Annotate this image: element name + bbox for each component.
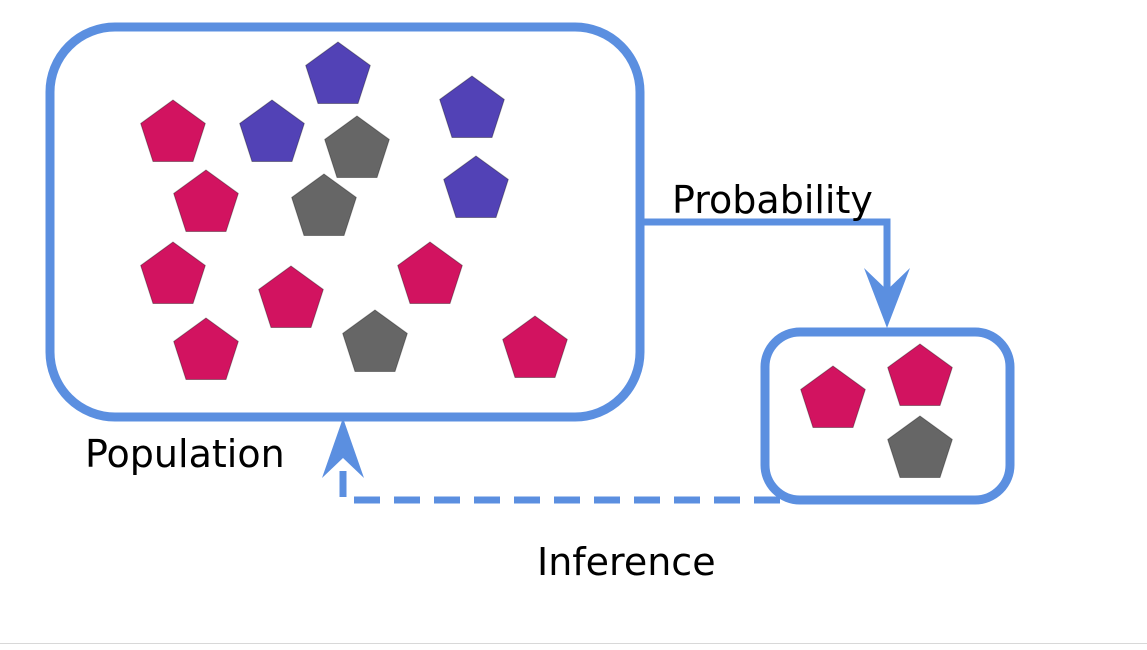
population-item-blue-pentagon [439, 75, 505, 138]
population-item-blue-pentagon [305, 41, 371, 104]
population-label: Population [85, 432, 285, 476]
sample-item-gray-pentagon [887, 415, 953, 478]
population-item-blue-pentagon [239, 99, 305, 162]
inference-label: Inference [537, 540, 716, 584]
population-item-red-pentagon [140, 241, 206, 304]
population-item-red-pentagon [173, 317, 239, 380]
population-item-gray-pentagon [291, 173, 357, 236]
population-item-red-pentagon [140, 99, 206, 162]
probability-label: Probability [672, 178, 873, 222]
sample-items [800, 343, 953, 478]
population-items [140, 41, 568, 380]
population-item-red-pentagon [258, 265, 324, 328]
population-item-red-pentagon [502, 315, 568, 378]
probability-arrow [640, 218, 891, 312]
population-item-blue-pentagon [443, 155, 509, 218]
sample-box [760, 327, 1015, 505]
probability-arrowhead [864, 268, 910, 328]
inference-arrow [339, 445, 780, 504]
population-item-red-pentagon [173, 169, 239, 232]
population-item-gray-pentagon [324, 115, 390, 178]
sample-item-red-pentagon [800, 365, 866, 428]
population-item-red-pentagon [397, 241, 463, 304]
population-item-gray-pentagon [342, 309, 408, 372]
bottom-divider [0, 643, 1147, 644]
inference-arrowhead [322, 418, 364, 478]
sample-item-red-pentagon [887, 343, 953, 406]
